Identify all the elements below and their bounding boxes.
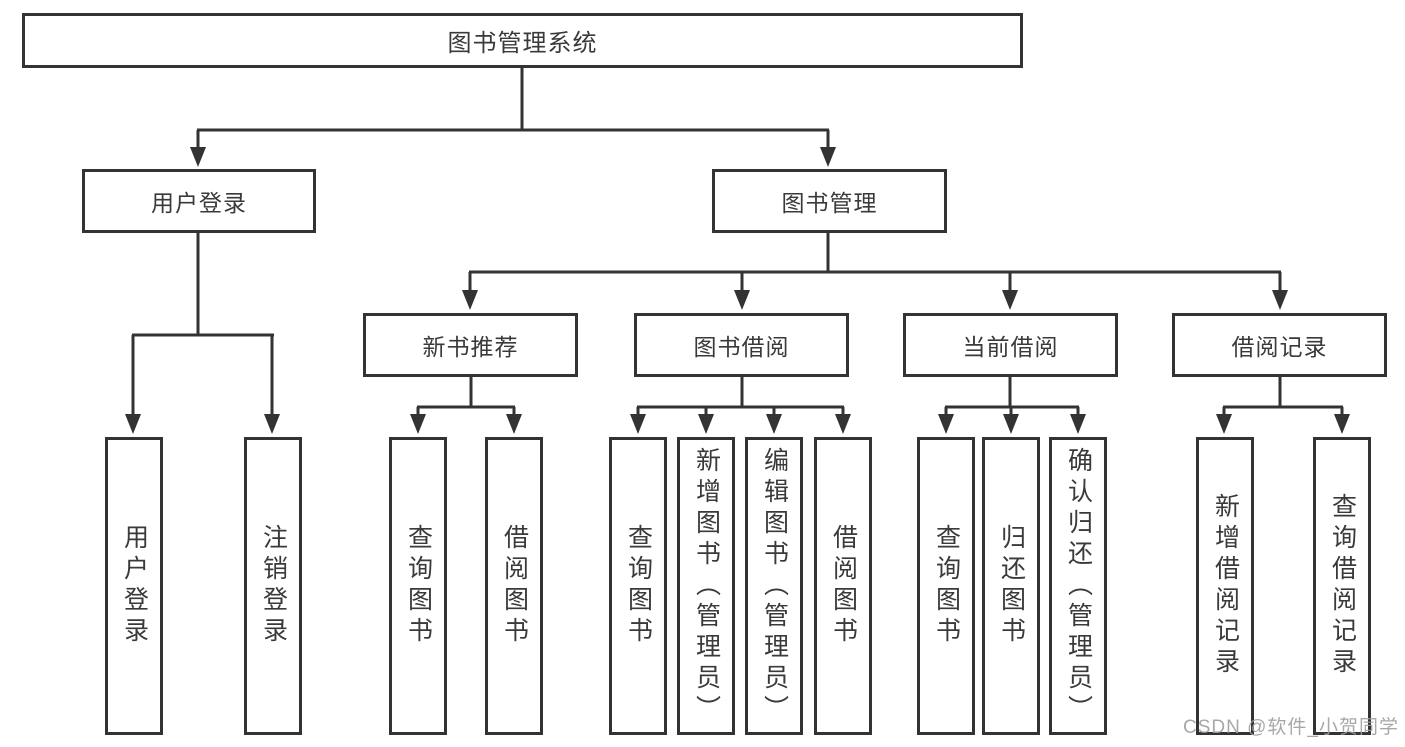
arrow-down-icon bbox=[1216, 414, 1232, 434]
leaf-label: 归还图书 bbox=[997, 524, 1026, 648]
node-label: 图书借阅 bbox=[693, 334, 790, 360]
node-label: 用户登录 bbox=[151, 190, 247, 216]
node-current-borrow: 当前借阅 bbox=[903, 313, 1118, 377]
leaf-edit-book-admin: 编辑图书（管理员） bbox=[745, 437, 803, 735]
arrow-down-icon bbox=[630, 414, 646, 434]
leaf-label: 查询图书 bbox=[404, 524, 433, 648]
csdn-watermark: CSDN @软件_小贺同学 bbox=[1183, 717, 1399, 738]
arrow-down-icon bbox=[462, 290, 478, 310]
arrow-down-icon bbox=[766, 414, 782, 434]
arrow-down-icon bbox=[835, 414, 851, 434]
leaf-label: 借阅图书 bbox=[500, 524, 529, 648]
leaf-label: 查询借阅记录 bbox=[1328, 493, 1357, 679]
arrow-down-icon bbox=[1334, 414, 1350, 434]
node-label: 借阅记录 bbox=[1231, 334, 1328, 360]
arrow-down-icon bbox=[190, 147, 206, 167]
leaf-query-books-borrow: 查询图书 bbox=[609, 437, 667, 735]
arrow-down-icon bbox=[410, 414, 426, 434]
node-new-book-recommend: 新书推荐 bbox=[363, 313, 578, 377]
leaf-label: 编辑图书（管理员） bbox=[760, 446, 789, 726]
node-library-system: 图书管理系统 bbox=[22, 13, 1023, 68]
leaf-query-books-current: 查询图书 bbox=[917, 437, 975, 735]
connector-line bbox=[944, 377, 1080, 416]
connector-line bbox=[196, 68, 830, 150]
leaf-label: 查询图书 bbox=[624, 524, 653, 648]
leaf-label: 用户登录 bbox=[120, 524, 149, 648]
connector-line bbox=[416, 377, 516, 416]
leaf-borrow-books: 借阅图书 bbox=[814, 437, 872, 735]
leaf-confirm-return-admin: 确认归还（管理员） bbox=[1049, 437, 1107, 735]
arrow-down-icon bbox=[1272, 290, 1288, 310]
leaf-label: 查询图书 bbox=[932, 524, 961, 648]
leaf-label: 新增借阅记录 bbox=[1211, 493, 1240, 679]
leaf-query-books-recommend: 查询图书 bbox=[389, 437, 447, 735]
leaf-borrow-books-recommend: 借阅图书 bbox=[485, 437, 543, 735]
leaf-label: 新增图书（管理员） bbox=[692, 446, 721, 726]
leaf-query-borrow-record: 查询借阅记录 bbox=[1313, 437, 1371, 735]
leaf-label: 确认归还（管理员） bbox=[1064, 446, 1093, 726]
arrow-down-icon bbox=[938, 414, 954, 434]
node-book-borrow: 图书借阅 bbox=[634, 313, 849, 377]
arrow-down-icon bbox=[1002, 290, 1018, 310]
connector-line bbox=[1222, 377, 1344, 416]
connector-line bbox=[131, 233, 274, 416]
connector-line bbox=[468, 233, 1282, 292]
connector-line bbox=[636, 377, 845, 416]
leaf-label: 注销登录 bbox=[259, 524, 288, 648]
arrow-down-icon bbox=[264, 414, 280, 434]
node-label: 当前借阅 bbox=[962, 334, 1059, 360]
leaf-logout: 注销登录 bbox=[244, 437, 302, 735]
arrow-down-icon bbox=[125, 414, 141, 434]
leaf-add-borrow-record: 新增借阅记录 bbox=[1196, 437, 1254, 735]
node-label: 新书推荐 bbox=[422, 334, 519, 360]
node-book-management: 图书管理 bbox=[712, 169, 947, 233]
leaf-add-book-admin: 新增图书（管理员） bbox=[677, 437, 735, 735]
leaf-return-books: 归还图书 bbox=[982, 437, 1040, 735]
arrow-down-icon bbox=[734, 290, 750, 310]
arrow-down-icon bbox=[506, 414, 522, 434]
node-user-login: 用户登录 bbox=[82, 169, 316, 233]
leaf-user-login: 用户登录 bbox=[105, 437, 163, 735]
arrow-down-icon bbox=[1003, 414, 1019, 434]
arrow-down-icon bbox=[820, 147, 836, 167]
arrow-down-icon bbox=[698, 414, 714, 434]
leaf-label: 借阅图书 bbox=[829, 524, 858, 648]
arrow-down-icon bbox=[1070, 414, 1086, 434]
node-label: 图书管理系统 bbox=[447, 30, 598, 57]
node-label: 图书管理 bbox=[781, 190, 878, 216]
node-borrow-records: 借阅记录 bbox=[1172, 313, 1387, 377]
